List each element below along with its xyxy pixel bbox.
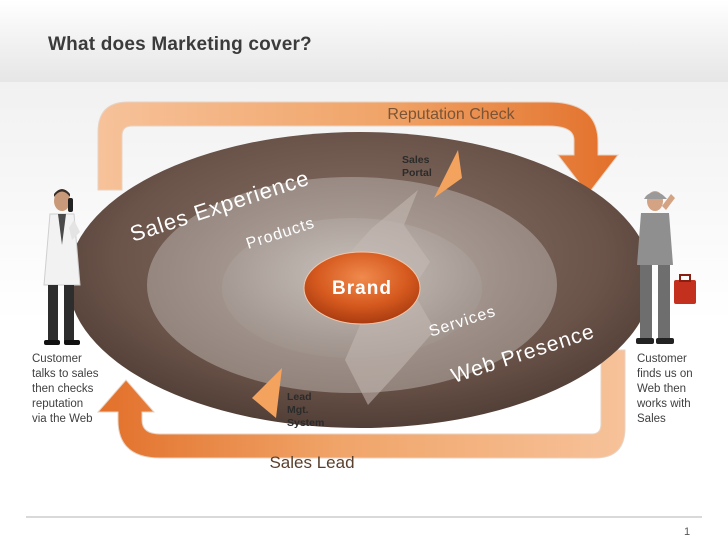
left-caption-line: Customer — [32, 353, 82, 365]
sales-lead-label: Sales Lead — [269, 453, 354, 472]
lead-mgt-line-3: System — [287, 417, 325, 429]
brand-core — [303, 251, 421, 325]
page-number: 1 — [684, 526, 691, 538]
right-caption: Customer finds us on Web then works with… — [637, 352, 693, 427]
sales-portal-line-1: Sales — [402, 154, 430, 166]
left-caption-line: reputation — [32, 398, 84, 410]
right-caption-line: Customer — [637, 353, 687, 365]
slide-title: What does Marketing cover? — [48, 34, 312, 55]
doctor-on-phone-figure — [43, 189, 81, 345]
lead-mgt-note: Lead Mgt. System — [287, 391, 324, 430]
left-caption-line: then checks — [32, 383, 94, 395]
right-caption-line: works with — [637, 398, 691, 410]
lead-mgt-triangle — [252, 368, 282, 418]
reputation-arrow — [97, 101, 620, 195]
sales-lead-arrow — [96, 349, 626, 459]
left-caption: Customer talks to sales then checks repu… — [32, 352, 98, 427]
right-caption-line: Web then — [637, 383, 687, 395]
right-caption-line: finds us on — [637, 368, 693, 380]
header-band — [0, 0, 728, 82]
reputation-check-label: Reputation Check — [387, 106, 515, 123]
right-caption-line: Sales — [637, 413, 666, 425]
sales-portal-triangle — [434, 150, 462, 198]
left-caption-line: talks to sales — [32, 368, 99, 380]
lead-mgt-line-1: Lead — [287, 391, 312, 403]
left-caption-line: via the Web — [32, 413, 93, 425]
repairman-figure — [636, 191, 696, 344]
lead-mgt-line-2: Mgt. — [287, 404, 309, 416]
brand-label: Brand — [332, 278, 392, 299]
bottom-rule — [26, 516, 702, 518]
sales-portal-line-2: Portal — [402, 167, 432, 179]
sales-portal-note: Sales Portal — [402, 154, 432, 180]
